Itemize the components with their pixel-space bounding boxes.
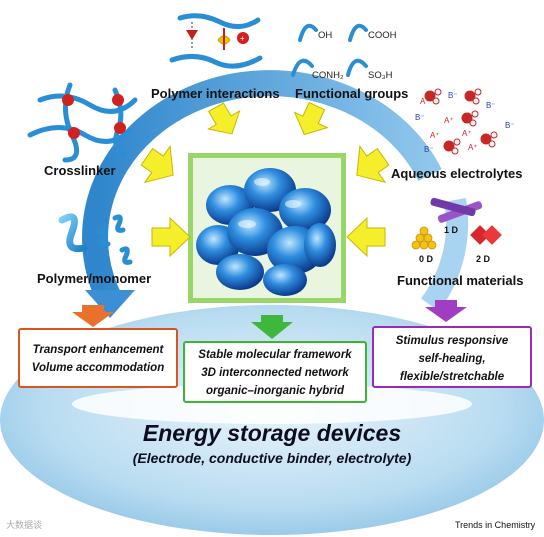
polymer-interactions-illustration: +: [169, 13, 263, 69]
green-down-arrow: [251, 315, 293, 339]
orange-down-arrow: [72, 305, 114, 327]
crosslinker-illustration: [27, 82, 138, 163]
svg-text:2 D: 2 D: [476, 254, 491, 264]
svg-text:A⁺: A⁺: [444, 116, 454, 125]
box-right-line-1: Stimulus responsive: [395, 335, 509, 347]
yellow-inward-arrows: [140, 101, 390, 258]
functional-groups-illustration: [291, 23, 368, 77]
box-center-line-2: 3D interconnected network: [201, 367, 349, 379]
svg-text:1 D: 1 D: [444, 225, 459, 235]
svg-text:B⁻: B⁻: [415, 113, 425, 122]
watermark: 大数据谈: [6, 520, 43, 530]
label-crosslinker: Crosslinker: [44, 163, 116, 178]
credit-trends-in-chemistry: Trends in Chemistry: [455, 520, 536, 530]
dimension-labels: 1 D 0 D 2 D: [419, 225, 491, 264]
fg-cooh: COOH: [368, 30, 397, 41]
box-right-line-2: self-healing,: [418, 353, 486, 365]
label-polymer-interactions: Polymer interactions: [151, 86, 280, 101]
svg-text:B⁻: B⁻: [486, 101, 496, 110]
box-left-line-2: Volume accommodation: [31, 362, 165, 374]
label-functional-groups: Functional groups: [295, 86, 409, 101]
box-center-line-3: organic–inorganic hybrid: [205, 385, 345, 397]
fg-so3h: SO₃H: [368, 70, 393, 81]
framework-network-box: Stable molecular framework 3D interconne…: [183, 341, 367, 403]
svg-text:0 D: 0 D: [419, 254, 434, 264]
svg-text:A⁺: A⁺: [462, 129, 472, 138]
svg-text:B⁻: B⁻: [448, 91, 458, 100]
box-left-line-1: Transport enhancement: [32, 344, 164, 356]
svg-text:B⁻: B⁻: [424, 145, 434, 154]
central-3d-network: [188, 153, 346, 303]
ion-labels: A⁺ B⁻ B⁻ B⁻ A⁺ A⁺ A⁺ B⁻ B⁻ A⁺: [415, 91, 515, 154]
purple-down-arrow: [425, 300, 467, 322]
transport-volume-box: Transport enhancement Volume accommodati…: [18, 328, 178, 388]
functional-materials-illustration: [411, 197, 502, 250]
fg-oh: OH: [318, 30, 332, 41]
energy-storage-subtitle: (Electrode, conductive binder, electroly…: [132, 450, 412, 466]
label-aqueous-electrolytes: Aqueous electrolytes: [391, 166, 523, 181]
label-polymer-monomer: Polymer/monomer: [37, 271, 152, 286]
box-right-line-3: flexible/stretchable: [399, 371, 505, 383]
stimulus-responsive-box: Stimulus responsive self-healing, flexib…: [372, 326, 532, 388]
aqueous-electrolytes-illustration: [424, 88, 498, 155]
svg-text:+: +: [240, 34, 245, 43]
svg-text:A⁺: A⁺: [468, 143, 478, 152]
svg-text:A⁺: A⁺: [430, 131, 440, 140]
svg-text:B⁻: B⁻: [505, 121, 515, 130]
svg-text:A⁺: A⁺: [420, 97, 430, 106]
box-center-line-1: Stable molecular framework: [198, 349, 352, 361]
fg-conh2: CONH₂: [312, 70, 344, 81]
polymer-monomer-illustration: [58, 213, 133, 265]
energy-storage-title: Energy storage devices: [142, 420, 402, 446]
label-functional-materials: Functional materials: [397, 273, 524, 288]
